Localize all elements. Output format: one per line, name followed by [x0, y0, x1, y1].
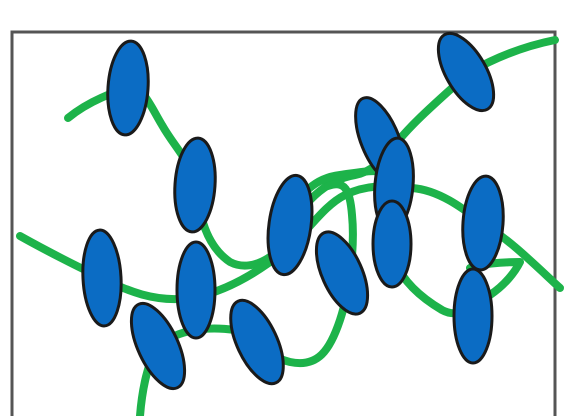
bead-bottom-left — [129, 301, 187, 391]
bead-right-upper — [461, 174, 505, 272]
bead-top-left — [106, 39, 150, 137]
bead-group — [81, 31, 505, 391]
bead-top-right — [436, 31, 496, 113]
bead-center-right — [314, 230, 370, 316]
bead-center-left — [266, 173, 314, 277]
bead-center-lower — [371, 199, 413, 289]
frame-border — [10, 30, 557, 416]
bead-left-upper-middle — [173, 136, 217, 234]
bead-bottom-center — [229, 298, 285, 386]
bead-left-center — [175, 240, 217, 340]
bead-right-lower — [452, 267, 494, 365]
bead-left-middle — [81, 228, 123, 328]
